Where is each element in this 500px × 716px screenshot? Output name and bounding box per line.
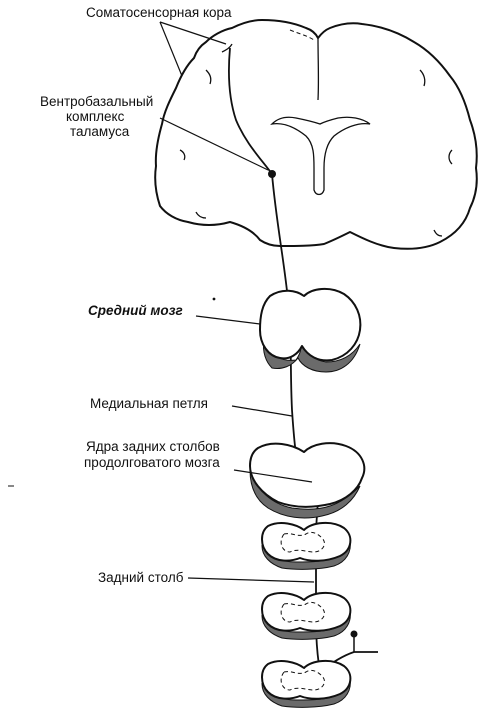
label-thalamus-line-3: таламуса	[70, 124, 130, 139]
thalamocortical-fiber	[227, 47, 273, 175]
label-somatosensory-cortex: Соматосенсорная кора	[86, 5, 232, 20]
label-thalamus-line-2: комплекс	[66, 109, 125, 124]
label-nuclei-line-2: продолговатого мозга	[84, 455, 220, 470]
spinal-segment-3	[261, 660, 352, 708]
brain-coronal-section	[154, 19, 478, 250]
speck	[212, 297, 216, 301]
spinal-segment-1	[261, 522, 352, 570]
medulla-section	[249, 442, 366, 519]
midbrain-section	[259, 288, 362, 373]
label-nuclei-line-1: Ядра задних столбов	[86, 439, 220, 454]
spinal-segment-2	[261, 592, 352, 640]
leader-lines	[159, 21, 315, 583]
peripheral-ganglion	[350, 630, 358, 638]
label-midbrain: Средний мозг	[88, 303, 183, 318]
thalamus-neuron	[268, 170, 276, 178]
label-dorsal-column: Задний столб	[98, 570, 184, 585]
label-thalamus-line-1: Вентробазальный	[40, 94, 153, 109]
label-medial-lemniscus: Медиальная петля	[90, 396, 208, 411]
